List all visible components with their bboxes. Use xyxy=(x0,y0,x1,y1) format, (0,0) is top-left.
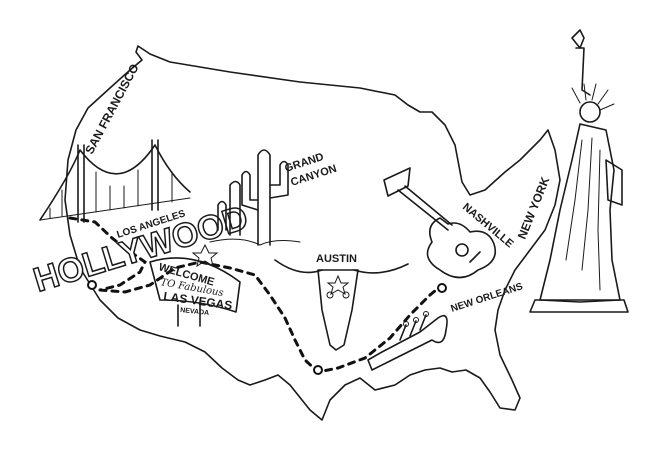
statue-of-liberty-icon xyxy=(529,29,629,313)
label-hollywood: HOLLYWOOD xyxy=(29,199,252,300)
vegas-nevada: NEVADA xyxy=(180,307,210,317)
trumpet-icon xyxy=(367,311,448,371)
label-new-orleans: NEW ORLEANS xyxy=(450,281,525,315)
stop-marker-los-angeles xyxy=(87,280,97,290)
stop-marker-austin xyxy=(313,365,323,375)
road-trip-route xyxy=(68,216,444,374)
label-austin: AUSTIN xyxy=(316,253,357,265)
label-new-york: NEW YORK xyxy=(515,175,553,242)
usa-outline xyxy=(64,45,561,421)
golden-gate-bridge-icon xyxy=(39,139,191,223)
longhorn-skull-icon xyxy=(274,259,409,351)
hollywood-sign-icon: HOLLYWOOD xyxy=(28,198,253,301)
guitar-icon xyxy=(383,167,497,279)
label-nashville: NASHVILLE xyxy=(460,201,515,250)
stop-marker-new-orleans xyxy=(437,283,447,293)
label-san-francisco: SAN FRANCISCO xyxy=(82,62,141,157)
cactus-icon xyxy=(209,149,301,246)
